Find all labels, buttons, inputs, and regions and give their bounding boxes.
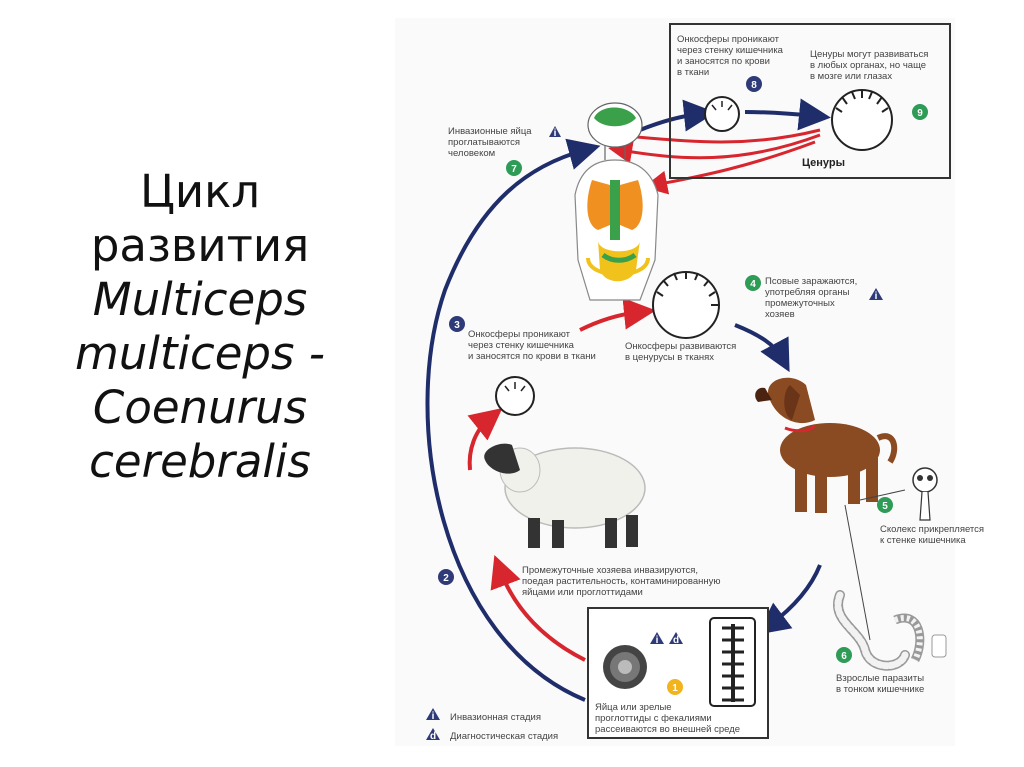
sheep-illustration (484, 444, 645, 548)
legend-diagnostic: d Диагностическая стадия (426, 728, 558, 742)
svg-text:Сколекс прикрепляется: Сколекс прикрепляется (880, 524, 984, 535)
stage-5-label: Сколекс прикрепляется к стенке кишечника (880, 524, 984, 546)
proglottid-icon (710, 618, 755, 706)
oncosphere-3-icon (496, 377, 534, 415)
svg-text:употребляя органы: употребляя органы (765, 287, 850, 298)
svg-text:в мозге или глазах: в мозге или глазах (810, 71, 892, 82)
svg-text:через стенку кишечника: через стенку кишечника (677, 45, 784, 56)
svg-text:Псовые заражаются,: Псовые заражаются, (765, 276, 857, 287)
svg-text:к стенке кишечника: к стенке кишечника (880, 535, 966, 546)
svg-text:Взрослые паразиты: Взрослые паразиты (836, 673, 924, 684)
stage-3-badge: 3 (449, 316, 465, 332)
svg-text:Ценуры могут развиваться: Ценуры могут развиваться (810, 49, 928, 60)
svg-text:Диагностическая стадия: Диагностическая стадия (450, 731, 558, 742)
svg-text:Онкосферы развиваются: Онкосферы развиваются (625, 341, 736, 352)
svg-text:d: d (430, 731, 436, 742)
scolex-icon (913, 468, 937, 520)
svg-text:яйцами или проглоттидами: яйцами или проглоттидами (522, 587, 643, 598)
svg-text:через стенку кишечника: через стенку кишечника (468, 340, 575, 351)
svg-text:Инвазионные яйца: Инвазионные яйца (448, 126, 532, 137)
stage-9-label: Ценуры могут развиваться в любых органах… (810, 49, 928, 82)
svg-text:в ткани: в ткани (677, 67, 709, 78)
svg-text:2: 2 (443, 573, 449, 584)
egg-icon (603, 645, 647, 689)
dog-illustration (755, 378, 894, 513)
cenury-label: Ценуры (802, 157, 845, 169)
svg-text:проглоттиды с фекалиями: проглоттиды с фекалиями (595, 713, 712, 724)
svg-text:8: 8 (751, 80, 757, 91)
svg-text:i: i (554, 128, 557, 139)
svg-text:и заносятся по крови: и заносятся по крови (677, 56, 770, 67)
svg-text:Яйца или зрелые: Яйца или зрелые (595, 702, 672, 713)
red-arrow-brain (612, 130, 820, 142)
svg-text:9: 9 (917, 108, 923, 119)
stage-8-label: Онкосферы проникают через стенку кишечни… (677, 34, 784, 78)
stage-2-badge: 2 (438, 569, 454, 585)
svg-text:Онкосферы проникают: Онкосферы проникают (468, 329, 571, 340)
stage-7-badge: 7 (506, 160, 522, 176)
svg-text:4: 4 (750, 279, 756, 290)
svg-text:i: i (875, 291, 878, 302)
main-cycle-arrow (427, 150, 585, 700)
infective-stage-marker-7: i (549, 126, 561, 139)
svg-text:в ценурусы в тканях: в ценурусы в тканях (625, 352, 714, 363)
svg-text:6: 6 (841, 651, 847, 662)
svg-text:i: i (432, 711, 435, 722)
adult-worm-illustration (838, 595, 946, 666)
svg-text:Инвазионная стадия: Инвазионная стадия (450, 712, 541, 723)
stage-8-badge: 8 (746, 76, 762, 92)
stage-4-label: Псовые заражаются, употребляя органы про… (765, 276, 857, 320)
svg-text:промежуточных: промежуточных (765, 298, 835, 309)
svg-text:проглатываются: проглатываются (448, 137, 520, 148)
cenurus-cyst-icon (653, 271, 719, 338)
svg-text:7: 7 (511, 164, 517, 175)
legend: i Инвазионная стадия d Диагностическая с… (426, 708, 558, 742)
stage-4-badge: 4 (745, 275, 761, 291)
infective-stage-marker-4: i (869, 288, 883, 302)
cenurus-9-icon (832, 90, 892, 150)
svg-text:поедая растительность, контами: поедая растительность, контаминированную (522, 576, 721, 587)
stage-7-label: Инвазионные яйца проглатываются человеко… (448, 126, 532, 159)
stage-9-badge: 9 (912, 104, 928, 120)
svg-text:в любых органах, но чаще: в любых органах, но чаще (810, 60, 926, 71)
oncosphere-development-label: Онкосферы развиваются в ценурусы в тканя… (625, 341, 736, 363)
stage-6-label: Взрослые паразиты в тонком кишечнике (836, 673, 924, 695)
human-figure (575, 103, 658, 300)
stage-2-label: Промежуточные хозяева инвазируются, поед… (522, 565, 721, 598)
svg-text:рассеиваются во внешней среде: рассеиваются во внешней среде (595, 724, 740, 735)
svg-text:i: i (656, 635, 659, 646)
oncosphere-to-cyst-arrow (580, 312, 640, 330)
svg-text:в тонком кишечнике: в тонком кишечнике (836, 684, 924, 695)
cyst-to-dog-arrow (735, 325, 782, 358)
legend-infective: i Инвазионная стадия (426, 708, 541, 723)
oncosphere-8-icon (705, 97, 739, 131)
svg-text:3: 3 (454, 320, 460, 331)
stage-5-badge: 5 (877, 497, 893, 513)
stage-1-badge: 1 (667, 679, 683, 695)
svg-text:d: d (673, 635, 679, 646)
svg-text:Промежуточные хозяева инвазиру: Промежуточные хозяева инвазируются, (522, 565, 698, 576)
svg-text:5: 5 (882, 501, 888, 512)
dog-to-worm-arrow (770, 565, 820, 625)
svg-text:и заносятся по крови в ткани: и заносятся по крови в ткани (468, 351, 596, 362)
oncosphere-to-cenurus-arrow (745, 112, 815, 116)
stage-3-label: Онкосферы проникают через стенку кишечни… (468, 329, 596, 362)
svg-text:Онкосферы проникают: Онкосферы проникают (677, 34, 780, 45)
svg-text:человеком: человеком (448, 148, 495, 159)
stage-6-badge: 6 (836, 647, 852, 663)
svg-text:1: 1 (672, 683, 678, 694)
svg-text:хозяев: хозяев (765, 309, 795, 320)
